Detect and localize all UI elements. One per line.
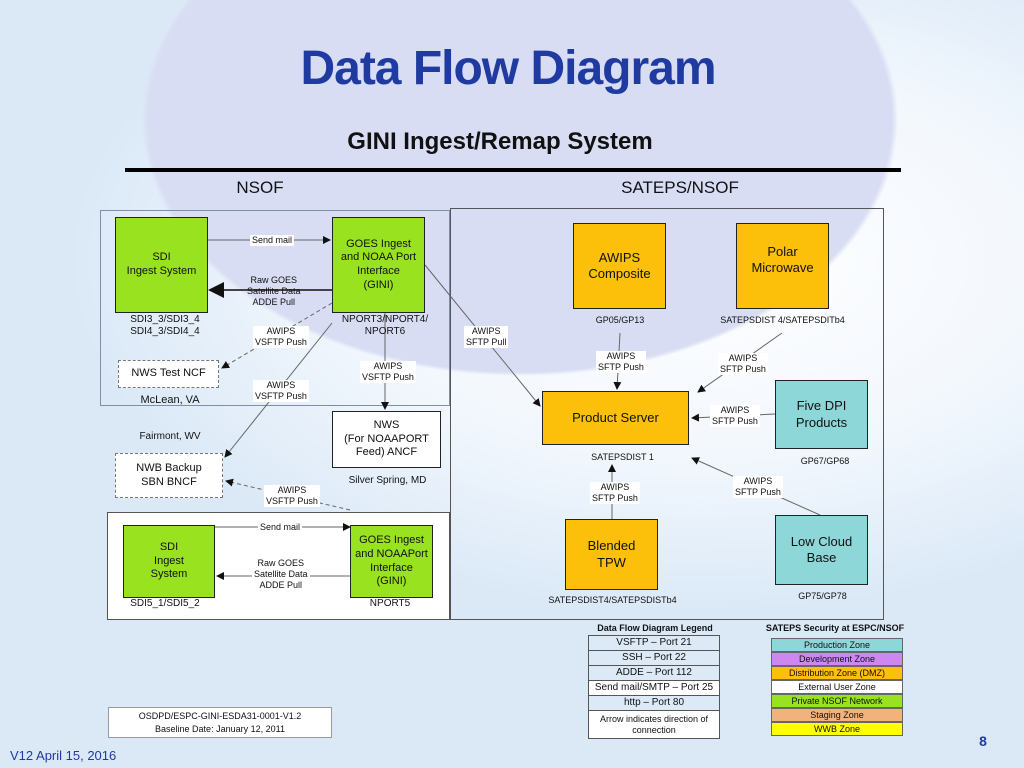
legend-title: Data Flow Diagram Legend [597,623,713,633]
node-nws-ancf: NWS (For NOAAPORT Feed) ANCF [332,411,441,468]
zone-development: Development Zone [771,652,903,666]
baseline-date: Baseline Date: January 12, 2011 [155,724,285,734]
caption-polar: SATEPSDIST 4/SATEPSDITb4 [720,315,845,325]
caption-blended: SATEPSDIST4/SATEPSDISTb4 [548,595,677,605]
caption-goes-top: NPORT3/NPORT4/ NPORT6 [341,314,429,337]
node-nws-test-ncf: NWS Test NCF [118,360,219,388]
node-goes-ingest-bottom: GOES Ingest and NOAAPort Interface (GINI… [350,525,433,598]
caption-fairmont: Fairmont, WV [139,431,201,442]
node-goes-ingest-top: GOES Ingest and NOAA Port Interface (GIN… [332,217,425,313]
edge-label-vsftp-ancf: AWIPS VSFTP Push [360,361,416,383]
legend-row: http – Port 80 [588,695,720,711]
legend-row: Send mail/SMTP – Port 25 [588,680,720,696]
edge-label-send-mail-bottom: Send mail [258,522,303,533]
node-blended-tpw: Blended TPW [565,519,658,590]
edge-label-raw-goes-top: Raw GOES Satellite Data ADDE Pull [247,275,301,307]
document-id: OSDPD/ESPC-GINI-ESDA31-0001-V1.2 [138,711,302,721]
caption-product-server: SATEPSDIST 1 [591,452,654,462]
security-title: SATEPS Security at ESPC/NSOF [765,623,905,633]
zone-wwb: WWB Zone [771,722,903,736]
zone-external-user: External User Zone [771,680,903,694]
node-sdi-ingest-top: SDI Ingest System [115,217,208,313]
caption-awips-composite: GP05/GP13 [595,315,645,325]
title-divider [125,168,901,172]
node-sdi-ingest-bottom: SDI Ingest System [123,525,215,598]
edge-label-send-mail-top: Send mail [250,235,295,246]
caption-low-cloud: GP75/GP78 [798,591,847,601]
page-title: Data Flow Diagram [300,42,716,95]
node-low-cloud-base: Low Cloud Base [775,515,868,585]
document-info-box: OSDPD/ESPC-GINI-ESDA31-0001-V1.2 Baselin… [108,707,332,738]
node-five-dpi: Five DPI Products [775,380,868,449]
edge-label-sftp-composite: AWIPS SFTP Push [596,351,646,373]
edge-label-vsftp-bottom: AWIPS VSFTP Push [264,485,320,507]
caption-five-dpi: GP67/GP68 [800,456,850,466]
legend-row: Arrow indicates direction of connection [588,710,720,739]
edge-label-raw-goes-bottom: Raw GOES Satellite Data ADDE Pull [252,558,310,591]
node-polar-microwave: Polar Microwave [736,223,829,309]
caption-goes-bottom: NPORT5 [369,598,411,609]
edge-label-sftp-five-dpi: AWIPS SFTP Push [710,405,760,427]
subtitle: GINI Ingest/Remap System [347,128,653,155]
region-nsof-private [100,210,450,406]
node-nwb-backup: NWB Backup SBN BNCF [115,453,223,498]
legend-row: ADDE – Port 112 [588,665,720,681]
zone-distribution: Distribution Zone (DMZ) [771,666,903,680]
region-sateps [450,208,884,620]
version-label: V12 April 15, 2016 [10,748,117,763]
section-nsof: NSOF [236,178,284,197]
edge-label-sftp-low-cloud: AWIPS SFTP Push [733,476,783,498]
node-product-server: Product Server [542,391,689,445]
node-awips-composite: AWIPS Composite [573,223,666,309]
caption-silver-spring: Silver Spring, MD [348,475,427,486]
section-sateps: SATEPS/NSOF [621,178,739,197]
edge-label-vsftp-nws-test: AWIPS VSFTP Push [253,326,309,348]
page-number: 8 [979,733,987,749]
legend-row: VSFTP – Port 21 [588,635,720,651]
zone-production: Production Zone [771,638,903,652]
caption-sdi-bottom: SDI5_1/SDI5_2 [130,598,200,609]
zone-staging: Staging Zone [771,708,903,722]
edge-label-vsftp-nwb: AWIPS VSFTP Push [253,380,309,402]
edge-label-sftp-polar: AWIPS SFTP Push [718,353,768,375]
edge-label-sftp-blended: AWIPS SFTP Push [590,482,640,504]
caption-mclean: McLean, VA [140,394,200,406]
legend-row: SSH – Port 22 [588,650,720,666]
caption-sdi-top: SDI3_3/SDI3_4 SDI4_3/SDI4_4 [130,314,200,337]
zone-private-nsof: Private NSOF Network [771,694,903,708]
edge-label-sftp-pull: AWIPS SFTP Pull [464,326,509,348]
